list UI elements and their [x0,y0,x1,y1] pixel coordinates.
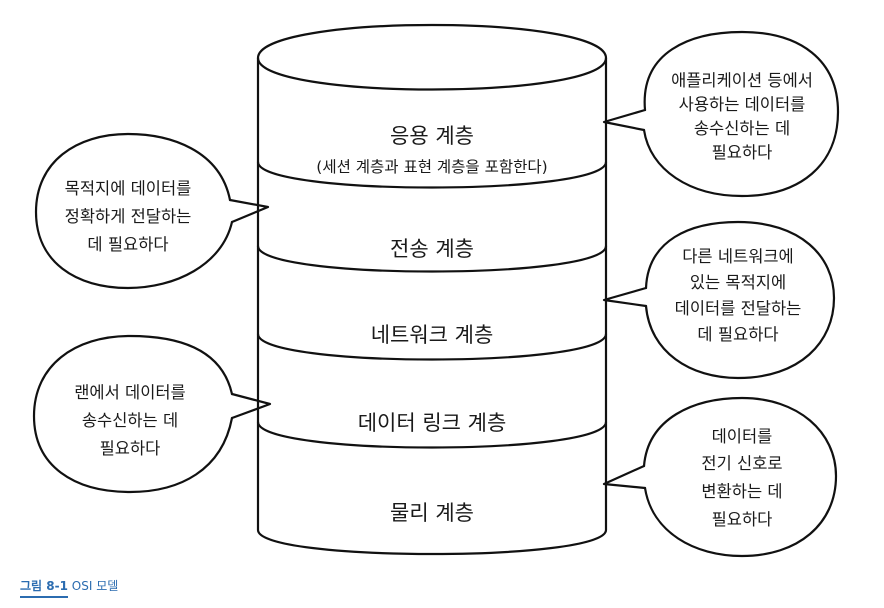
bubble-network-line-4: 데 필요하다 [697,325,778,344]
cylinder-stack [256,23,608,556]
figure-title: OSI 모델 [71,579,119,593]
bubble-transport-line-2: 정확하게 전달하는 [65,207,192,226]
bubble-physical [602,396,838,558]
bubble-application-line-2: 사용하는 데이터를 [679,95,806,114]
figure-caption: 그림 8-1 OSI 모델 [20,577,118,594]
layer-divider-4 [256,420,608,449]
bubble-datalink [32,334,272,494]
osi-model-diagram: 응용 계층 (세션 계층과 표현 계층을 포함한다) 전송 계층 네트워크 계층… [32,23,840,558]
layer-network-label: 네트워크 계층 [371,323,494,347]
layer-physical-label: 물리 계층 [390,501,474,525]
bubble-network-line-1: 다른 네트워크에 [682,247,794,266]
layer-transport-label: 전송 계층 [390,237,474,261]
bubble-application-line-3: 송수신하는 데 [694,119,790,138]
bubble-physical-line-3: 변환하는 데 [701,482,782,501]
cylinder-top-front-edge [256,56,608,91]
bubble-application [602,30,840,198]
layer-divider-3 [256,332,608,361]
bubble-transport-line-1: 목적지에 데이터를 [65,179,192,198]
bubble-transport [34,132,270,290]
bubble-transport-line-3: 데 필요하다 [87,235,168,254]
layer-divider-2 [256,244,608,273]
bubble-datalink-line-3: 필요하다 [100,439,161,458]
layer-datalink-label: 데이터 링크 계층 [358,411,507,435]
layer-divider-1 [256,160,608,189]
bubble-physical-line-4: 필요하다 [712,510,773,529]
layer-application-sublabel: (세션 계층과 표현 계층을 포함한다) [316,158,547,176]
bubble-network-line-3: 데이터를 전달하는 [675,299,802,318]
bubble-physical-line-2: 전기 신호로 [701,454,782,473]
bubble-datalink-line-2: 송수신하는 데 [82,411,178,430]
bubble-application-line-1: 애플리케이션 등에서 [671,71,813,90]
bubble-physical-line-1: 데이터를 [712,427,773,446]
cylinder-outline [256,23,608,556]
bubble-network-line-2: 있는 목적지에 [690,273,786,292]
bubble-datalink-line-1: 랜에서 데이터를 [74,383,186,402]
bubble-application-line-4: 필요하다 [712,143,773,162]
bubble-network [602,220,836,380]
caption-underline [20,596,68,598]
layer-application-label: 응용 계층 [390,124,474,148]
figure-number: 그림 8-1 [20,579,68,593]
